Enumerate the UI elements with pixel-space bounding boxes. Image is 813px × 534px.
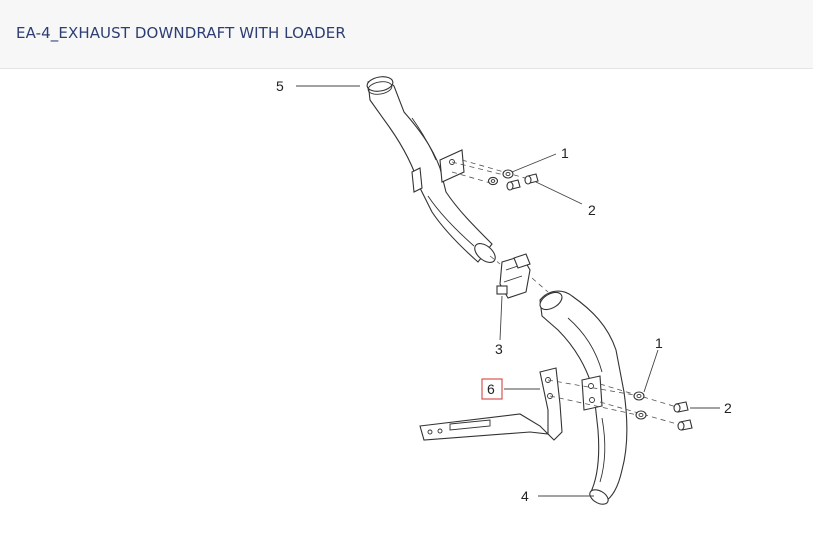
upper-bolt-2[interactable] bbox=[524, 173, 539, 185]
lower-exhaust-pipe[interactable] bbox=[537, 289, 628, 507]
lower-bolt-1[interactable] bbox=[673, 401, 689, 413]
upper-washer[interactable] bbox=[502, 169, 514, 179]
callout-4[interactable]: 4 bbox=[521, 488, 529, 504]
pipe-clamp[interactable] bbox=[496, 253, 531, 299]
page-title: EA-4_EXHAUST DOWNDRAFT WITH LOADER bbox=[16, 24, 346, 42]
upper-washer-2[interactable] bbox=[487, 176, 499, 186]
page-header: EA-4_EXHAUST DOWNDRAFT WITH LOADER bbox=[0, 0, 813, 69]
loader-bracket[interactable] bbox=[419, 367, 563, 441]
upper-bolt-1[interactable] bbox=[506, 179, 521, 191]
lower-washer-1[interactable] bbox=[633, 391, 645, 401]
lower-bolt-2[interactable] bbox=[677, 419, 693, 431]
callout-2-top[interactable]: 2 bbox=[588, 202, 596, 218]
callout-1-bottom[interactable]: 1 bbox=[655, 335, 663, 351]
exhaust-parts-diagram: 5 1 2 3 1 6 2 4 bbox=[276, 75, 732, 507]
callout-1-top[interactable]: 1 bbox=[561, 145, 569, 161]
callout-6[interactable]: 6 bbox=[487, 381, 495, 397]
callout-6-highlight-box bbox=[481, 378, 503, 400]
callout-3[interactable]: 3 bbox=[495, 341, 503, 357]
lower-washer-2[interactable] bbox=[635, 410, 647, 420]
callout-5[interactable]: 5 bbox=[276, 78, 284, 94]
callout-2-bottom[interactable]: 2 bbox=[724, 400, 732, 416]
upper-exhaust-pipe[interactable] bbox=[366, 75, 499, 266]
